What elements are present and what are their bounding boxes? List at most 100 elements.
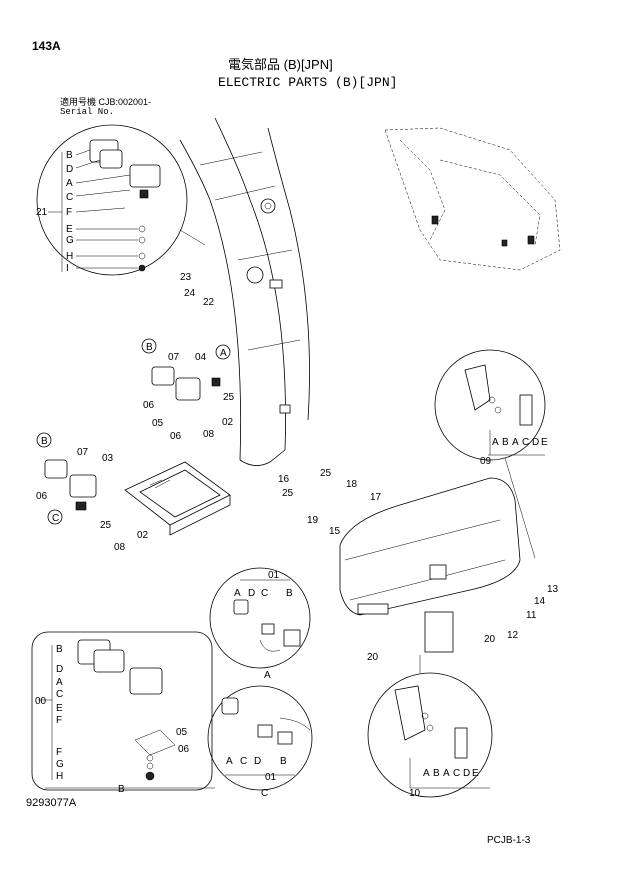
lamp-bracket-frame (124, 461, 231, 536)
svg-text:05: 05 (152, 418, 164, 429)
serial-english: Serial No. (60, 107, 115, 117)
svg-text:D: D (254, 756, 261, 767)
svg-text:C: C (52, 513, 59, 524)
svg-text:E: E (541, 437, 548, 448)
svg-text:20: 20 (484, 634, 496, 645)
svg-text:19: 19 (307, 515, 319, 526)
svg-text:11: 11 (526, 610, 537, 621)
upper-structure-machine (384, 127, 561, 271)
svg-text:G: G (66, 235, 74, 246)
letter-labels-detail-01a: A D C B A (234, 588, 293, 681)
svg-text:01: 01 (268, 570, 280, 581)
svg-text:A: A (264, 670, 271, 681)
drawing-number: 9293077A (26, 797, 77, 809)
svg-text:B: B (146, 342, 153, 353)
svg-text:02: 02 (137, 530, 149, 541)
svg-text:B: B (66, 150, 73, 161)
detail-box-00 (31, 631, 215, 791)
letter-marker-b-upper: B (141, 338, 157, 354)
letter-labels-detail-01c: A C D B C (226, 756, 287, 799)
svg-text:06: 06 (170, 431, 182, 442)
svg-text:C: C (261, 588, 268, 599)
svg-text:25: 25 (223, 392, 235, 403)
svg-text:D: D (248, 588, 255, 599)
svg-text:04: 04 (195, 352, 207, 363)
svg-text:16: 16 (278, 474, 290, 485)
svg-text:13: 13 (547, 584, 559, 595)
svg-text:D: D (463, 768, 470, 779)
svg-text:25: 25 (320, 468, 332, 479)
svg-text:07: 07 (168, 352, 180, 363)
svg-text:23: 23 (180, 272, 192, 283)
detail-circle-01c (207, 685, 313, 791)
svg-text:C: C (56, 689, 63, 700)
svg-text:25: 25 (282, 488, 294, 499)
svg-text:F: F (66, 207, 72, 218)
svg-text:17: 17 (370, 492, 382, 503)
svg-text:C: C (240, 756, 247, 767)
svg-text:08: 08 (114, 542, 126, 553)
svg-text:A: A (66, 178, 73, 189)
svg-text:20: 20 (367, 652, 379, 663)
svg-text:C: C (261, 788, 268, 799)
detail-circle-09 (434, 349, 546, 559)
detail-circle-21 (36, 124, 206, 276)
page-code: 143A (32, 39, 61, 53)
letter-labels-detail-21: B D A C F E G H I (66, 150, 74, 274)
svg-text:B: B (286, 588, 293, 599)
letter-marker-b-lower: B (36, 432, 52, 448)
lamp-assembly-lower (44, 459, 97, 511)
svg-text:25: 25 (100, 520, 112, 531)
svg-text:B: B (56, 644, 63, 655)
svg-text:H: H (66, 251, 73, 262)
svg-text:C: C (522, 437, 529, 448)
boom-arm (179, 117, 310, 466)
svg-text:B: B (118, 784, 125, 795)
callout-labels: 21 23 24 22 07 04 25 06 05 06 08 02 07 0… (35, 207, 559, 799)
svg-text:B: B (502, 437, 509, 448)
footer-code: PCJB-1-3 (487, 835, 531, 846)
svg-text:01: 01 (265, 772, 277, 783)
svg-text:10: 10 (409, 788, 421, 799)
svg-text:H: H (56, 771, 63, 782)
counterweight (339, 477, 521, 653)
svg-text:00: 00 (35, 696, 47, 707)
letter-marker-c: C (47, 509, 63, 525)
svg-text:B: B (41, 436, 48, 447)
svg-text:F: F (56, 747, 62, 758)
svg-text:B: B (433, 768, 440, 779)
svg-text:14: 14 (534, 596, 546, 607)
svg-text:02: 02 (222, 417, 234, 428)
detail-circle-10 (367, 655, 493, 798)
svg-text:C: C (66, 192, 73, 203)
svg-text:05: 05 (176, 727, 188, 738)
svg-text:G: G (56, 759, 64, 770)
svg-text:09: 09 (480, 456, 492, 467)
svg-text:A: A (492, 437, 499, 448)
lamp-assembly-upper (151, 366, 221, 401)
svg-text:21: 21 (36, 207, 48, 218)
svg-text:D: D (66, 164, 73, 175)
svg-text:E: E (56, 703, 63, 714)
svg-text:A: A (220, 348, 227, 359)
svg-text:12: 12 (507, 630, 519, 641)
svg-text:D: D (532, 437, 539, 448)
svg-text:A: A (443, 768, 450, 779)
svg-text:07: 07 (77, 447, 89, 458)
svg-text:A: A (56, 677, 63, 688)
svg-text:15: 15 (329, 526, 341, 537)
svg-text:A: A (234, 588, 241, 599)
svg-text:E: E (66, 224, 73, 235)
serial-japanese: 適用号機 CJB:002001- (60, 97, 152, 107)
svg-text:06: 06 (178, 744, 190, 755)
svg-text:E: E (472, 768, 479, 779)
title-english: ELECTRIC PARTS (B)[JPN] (218, 75, 398, 90)
svg-text:C: C (453, 768, 460, 779)
svg-text:06: 06 (36, 491, 48, 502)
detail-circle-01a (209, 567, 311, 669)
title-japanese: 電気部品 (B)[JPN] (228, 57, 333, 72)
svg-text:A: A (423, 768, 430, 779)
letter-marker-a-upper: A (215, 344, 231, 360)
svg-text:A: A (226, 756, 233, 767)
